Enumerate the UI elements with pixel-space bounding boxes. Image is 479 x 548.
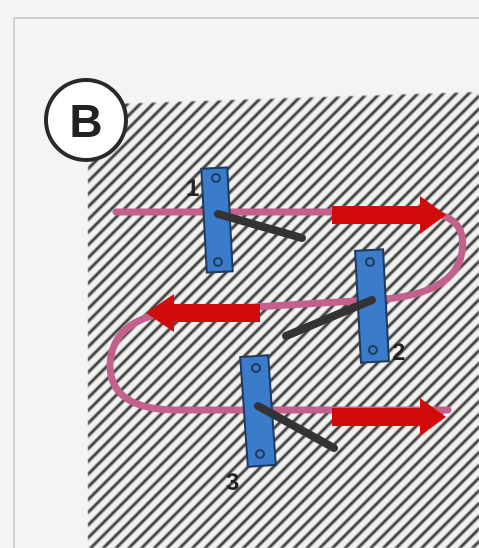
pulley-3-bolt-top <box>251 363 261 373</box>
arrow-right-top <box>332 196 446 234</box>
pulley-2-lever <box>282 296 376 340</box>
pulley-2-label: 2 <box>392 339 405 366</box>
panel-badge: B <box>44 78 128 162</box>
arrow-left-middle-shaft <box>170 304 260 322</box>
arrow-right-top-head <box>420 196 446 234</box>
pulley-1-label: 1 <box>186 175 199 202</box>
arrow-left-middle <box>146 294 260 332</box>
arrow-right-bottom-shaft <box>332 408 424 426</box>
pulley-3-bolt-bottom <box>255 449 265 459</box>
pulley-3: 3 <box>226 354 338 496</box>
pulley-1-bolt-top <box>211 173 221 183</box>
page-border <box>13 17 479 548</box>
arrow-left-middle-head <box>146 294 174 332</box>
arrow-right-bottom <box>332 398 446 436</box>
pulley-3-lever <box>254 402 338 452</box>
arrow-right-bottom-head <box>420 398 446 436</box>
pulley-1-bolt-bottom <box>213 257 223 267</box>
arrow-right-top-shaft <box>332 206 424 224</box>
pulley-2-bolt-bottom <box>368 345 378 355</box>
panel-badge-circle <box>44 78 128 162</box>
pulley-3-label: 3 <box>226 469 239 496</box>
panel-label: B <box>69 95 102 147</box>
pulley-1: 1 <box>186 166 306 274</box>
pulley-1-lever <box>214 210 306 242</box>
pulley-2-bolt-top <box>365 257 375 267</box>
pulley-2: 2 <box>282 248 405 366</box>
